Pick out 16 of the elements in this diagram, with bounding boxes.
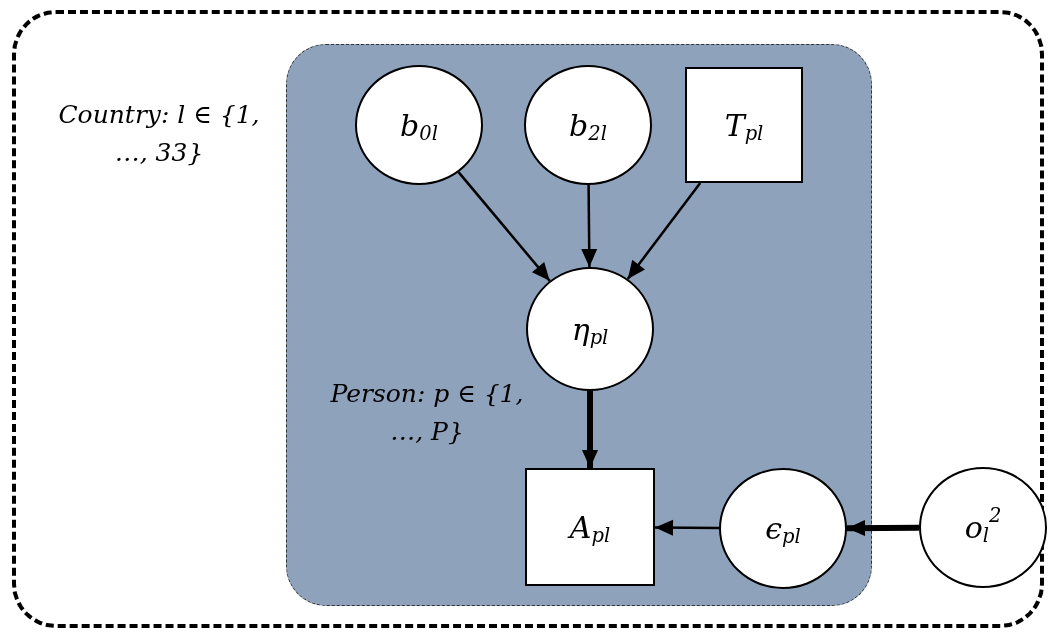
- arrow: [457, 171, 551, 282]
- variable-circle: η$_{pl}$: [526, 267, 654, 391]
- arrow: [847, 520, 919, 537]
- plate-label: Person: p ∈ {1, …, P}: [329, 378, 525, 448]
- variable-circle: ϵ$_{pl}$: [719, 468, 847, 589]
- variable-box: A$_{pl}$: [525, 468, 655, 586]
- plate-frame: [286, 44, 872, 606]
- plate-label: Country: l ∈ {1, …, 33}: [57, 99, 261, 169]
- arrow: [581, 185, 598, 267]
- plate-frame: [12, 10, 1044, 628]
- variable-circle: b$_{2l}$: [524, 65, 652, 185]
- variable-circle: b$_{0l}$: [355, 65, 483, 185]
- variable-box: T$_{pl}$: [685, 67, 803, 183]
- arrow: [655, 519, 719, 536]
- arrow: [626, 182, 702, 280]
- arrow: [582, 391, 598, 468]
